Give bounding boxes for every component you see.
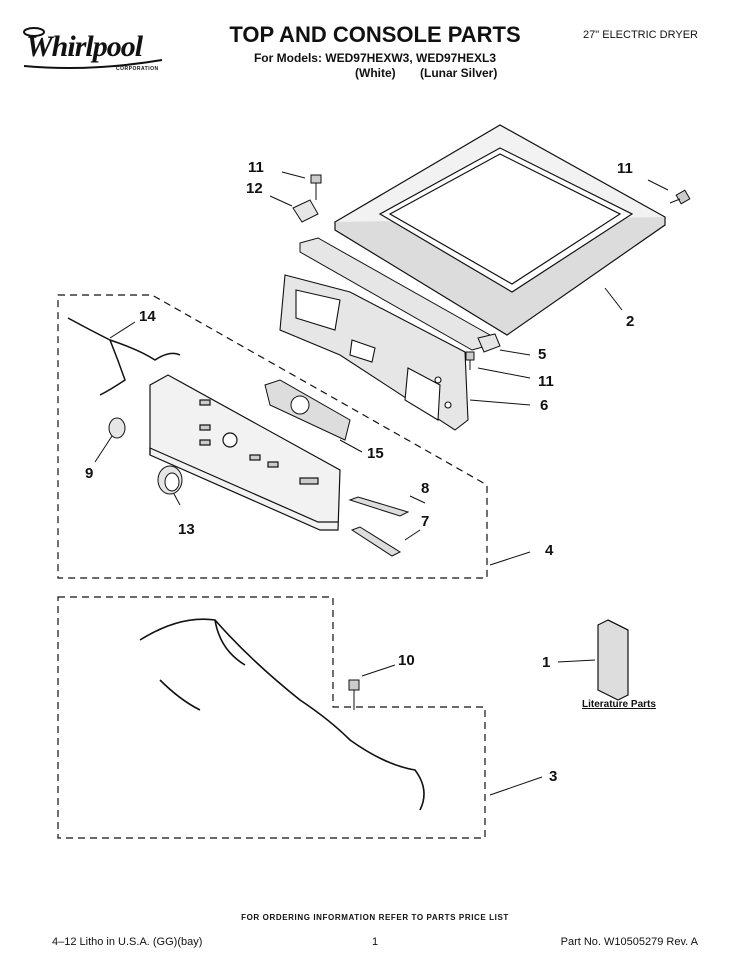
- callout-4: 4: [545, 542, 554, 559]
- assembly-4-boundary: [57, 294, 488, 579]
- console-panel: [149, 374, 341, 531]
- ribbon-8: [348, 496, 410, 517]
- page-title: TOP AND CONSOLE PARTS: [229, 22, 521, 47]
- callout-10: 10: [398, 652, 415, 669]
- whirlpool-logo: Whirlpool CORPORATION: [20, 22, 170, 74]
- callout-5: 5: [538, 346, 547, 363]
- logo-corporation: CORPORATION: [116, 66, 159, 72]
- console-support: [279, 274, 469, 431]
- screw-11-mid: [465, 351, 475, 370]
- callout-9: 9: [85, 465, 94, 482]
- assembly-3-boundary: [57, 596, 486, 839]
- callout-6: 6: [540, 397, 549, 414]
- clip-12: [292, 199, 319, 223]
- screw-10: [348, 679, 360, 710]
- color-lunar-silver: (Lunar Silver): [420, 66, 498, 80]
- screw-11-right: [669, 189, 691, 205]
- knob-13: [157, 465, 183, 495]
- models-line: For Models: WED97HEXW3, WED97HEXL3: [253, 51, 497, 65]
- bracket-5: [477, 333, 501, 353]
- callout-14: 14: [139, 308, 156, 325]
- literature-parts-label: Literature Parts: [582, 699, 656, 710]
- callout-8: 8: [421, 480, 430, 497]
- callout-11-mid: 11: [538, 373, 554, 390]
- callout-2: 2: [626, 313, 635, 330]
- harness-14: [67, 317, 181, 396]
- logo-swoosh-icon: [23, 27, 163, 69]
- harness-3: [139, 618, 425, 811]
- literature-booklet: [597, 619, 629, 701]
- callout-1: 1: [542, 654, 551, 671]
- callout-12: 12: [246, 180, 263, 197]
- washer-9: [108, 417, 126, 439]
- callout-11-right: 11: [617, 160, 633, 177]
- callout-3: 3: [549, 768, 558, 785]
- screw-11-top: [310, 174, 322, 200]
- callout-15: 15: [367, 445, 384, 462]
- ui-board: [264, 379, 351, 441]
- logo-wordmark: Whirlpool: [26, 30, 143, 63]
- callout-11-top: 11: [248, 159, 264, 176]
- ribbon-7: [350, 526, 402, 557]
- ordering-note: FOR ORDERING INFORMATION REFER TO PARTS …: [241, 913, 509, 922]
- product-type: 27" ELECTRIC DRYER: [583, 29, 698, 41]
- top-panel: [333, 124, 667, 336]
- page-number: 1: [372, 936, 379, 948]
- leader-lines: [94, 171, 669, 796]
- color-white: (White): [355, 66, 396, 80]
- part-number: Part No. W10505279 Rev. A: [560, 936, 698, 948]
- callout-13: 13: [178, 521, 195, 538]
- callout-7: 7: [421, 513, 430, 530]
- litho-info: 4–12 Litho in U.S.A. (GG)(bay): [52, 936, 203, 948]
